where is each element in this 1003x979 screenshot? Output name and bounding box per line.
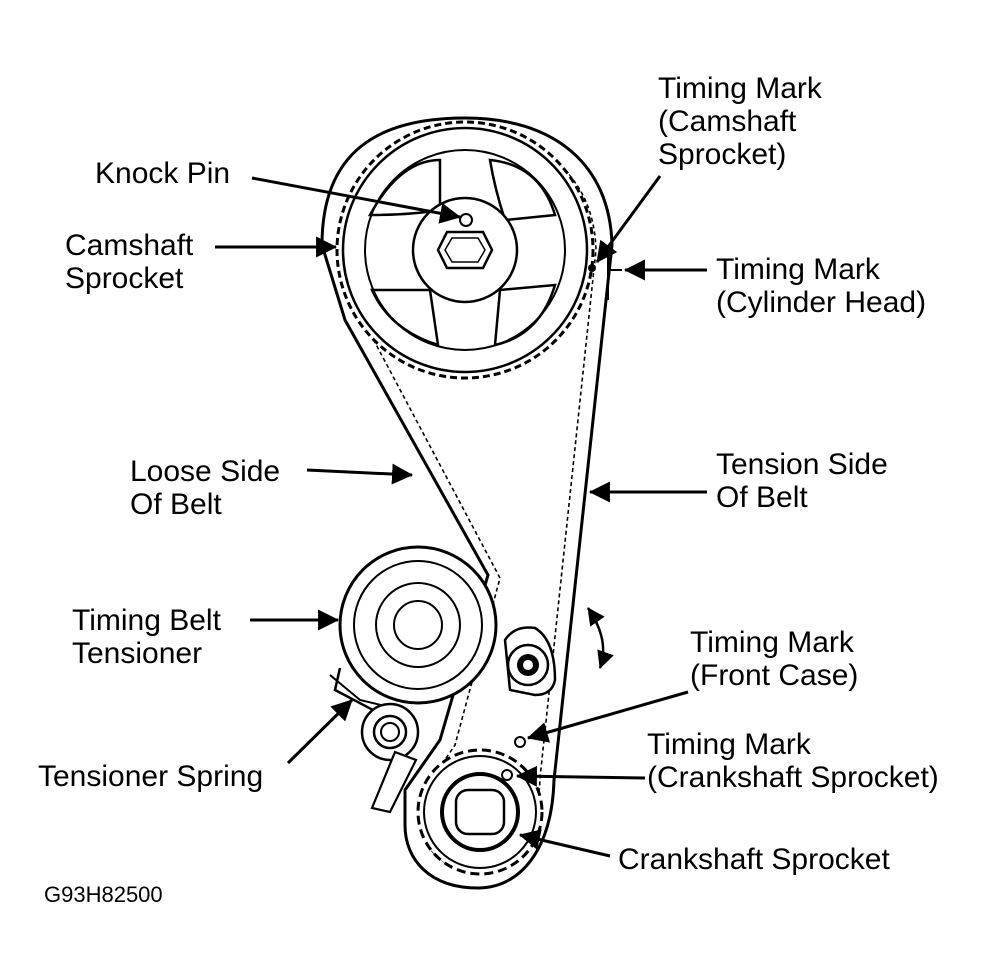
label-line: Timing Belt <box>72 604 221 637</box>
label-tension-side: Tension Side Of Belt <box>716 448 888 514</box>
label-line: Knock Pin <box>95 157 231 190</box>
label-timing-belt-tensioner: Timing Belt Tensioner <box>72 604 221 670</box>
leader-knock-pin <box>251 176 462 224</box>
leader-loose-side <box>306 463 414 485</box>
label-timing-mark-front-case: Timing Mark (Front Case) <box>690 626 858 692</box>
label-timing-mark-crankshaft: Timing Mark (Crankshaft Sprocket) <box>647 728 939 794</box>
label-line: (Crankshaft Sprocket) <box>647 761 939 794</box>
label-line: Crankshaft Sprocket <box>618 843 890 876</box>
label-line: (Camshaft <box>658 105 797 138</box>
leader-tensioner-spring <box>286 698 354 765</box>
timing-belt-tensioner <box>329 545 498 814</box>
label-loose-side: Loose Side Of Belt <box>130 455 280 521</box>
cam-timing-mark-dot <box>588 264 596 272</box>
adjust-arrow <box>586 607 614 669</box>
label-line: Of Belt <box>130 488 222 521</box>
leader-timing-mark-front-case <box>526 690 689 743</box>
label-line: Loose Side <box>130 455 281 488</box>
label-timing-mark-cylinder-head: Timing Mark (Cylinder Head) <box>716 253 926 319</box>
crankshaft-sprocket <box>416 736 544 876</box>
leader-crankshaft-sprocket <box>518 829 611 858</box>
label-line: Timing Mark <box>716 253 880 286</box>
knock-pin-dot <box>459 213 473 227</box>
crank-mark-dot <box>501 769 513 781</box>
figure-code: G93H82500 <box>44 882 163 907</box>
label-line: (Cylinder Head) <box>716 286 927 319</box>
label-line: Tensioner Spring <box>38 760 264 793</box>
front-case-bracket <box>503 626 557 697</box>
label-line: Tension Side <box>716 448 888 481</box>
label-tensioner-spring: Tensioner Spring <box>38 760 263 793</box>
camshaft-sprocket <box>335 120 622 380</box>
label-line: Timing Mark <box>647 728 811 761</box>
label-timing-mark-camshaft: Timing Mark (Camshaft Sprocket) <box>658 72 822 171</box>
label-camshaft-sprocket: Camshaft Sprocket <box>65 229 193 295</box>
label-line: Of Belt <box>716 481 808 514</box>
label-line: Camshaft <box>65 229 194 262</box>
label-line: Sprocket) <box>658 138 787 171</box>
leader-timing-mark-crankshaft <box>515 765 646 787</box>
front-case-mark-dot <box>514 736 526 748</box>
label-crankshaft-sprocket: Crankshaft Sprocket <box>618 843 890 876</box>
label-knock-pin: Knock Pin <box>95 157 230 190</box>
leader-timing-mark-camshaft <box>595 175 662 263</box>
label-line: Sprocket <box>65 262 184 295</box>
label-line: Timing Mark <box>658 72 822 105</box>
label-line: Tensioner <box>72 637 203 670</box>
label-line: (Front Case) <box>690 659 859 692</box>
label-line: Timing Mark <box>690 626 854 659</box>
